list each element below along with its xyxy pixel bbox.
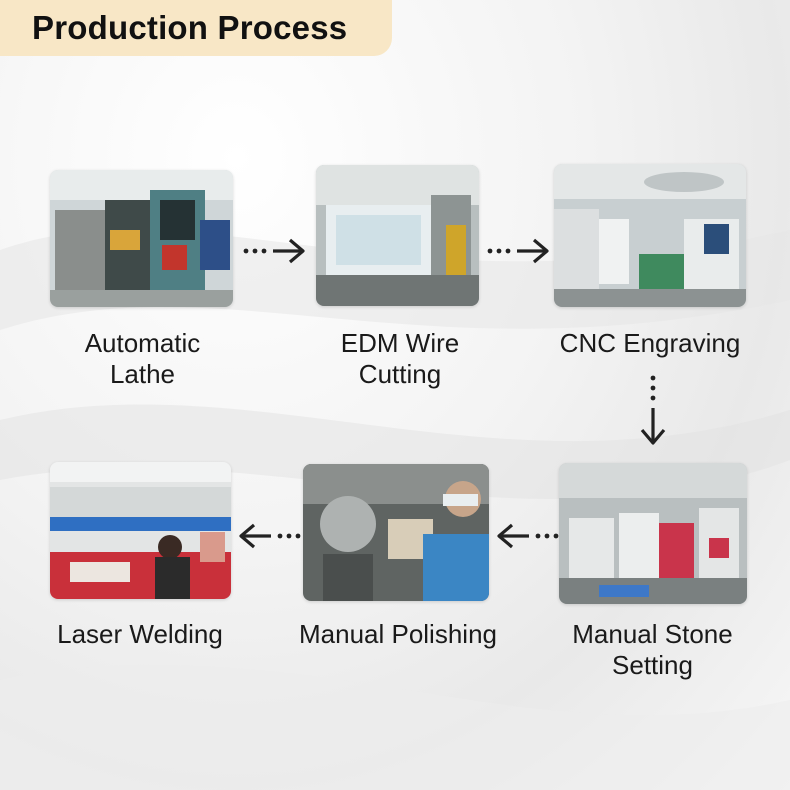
arrow-right-icon: [243, 238, 305, 264]
step-label-manual-stone-setting: Manual Stone Setting: [572, 619, 733, 680]
step-label-laser-welding: Laser Welding: [57, 619, 223, 649]
arrow-right-icon: [487, 238, 549, 264]
title-banner: Production Process: [0, 0, 392, 56]
step-label-edm-wire-cutting: EDM Wire Cutting: [340, 328, 460, 389]
page-title: Production Process: [32, 9, 348, 46]
step-label-manual-polishing: Manual Polishing: [298, 619, 497, 649]
arrow-left-icon: [239, 523, 301, 549]
arrow-left-icon: [497, 523, 559, 549]
edm-wire-cutting-photo: [316, 165, 479, 306]
manual-stone-setting-photo: [559, 463, 747, 604]
step-label-cnc-engraving: CNC Engraving: [559, 328, 741, 358]
cnc-engraving-photo: [554, 164, 746, 307]
arrow-down-icon: [640, 375, 666, 445]
manual-polishing-photo: [303, 464, 489, 601]
step-label-automatic-lathe: Automatic Lathe: [84, 328, 201, 389]
automatic-lathe-photo: [50, 170, 233, 307]
laser-welding-photo: [50, 462, 231, 599]
